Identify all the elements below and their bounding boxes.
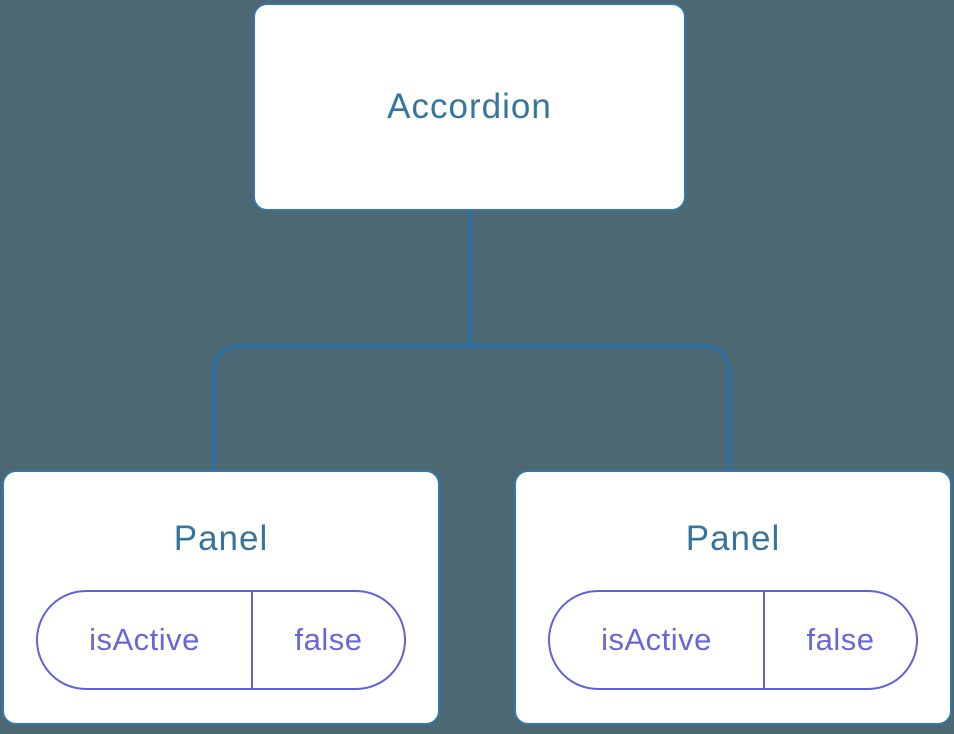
connector-stem	[468, 211, 472, 348]
state-value: false	[294, 622, 363, 657]
state-pill: isActive false	[36, 590, 406, 690]
connector-bracket	[212, 344, 731, 471]
accordion-node: Accordion	[253, 3, 686, 211]
panel-node-left: Panel isActive false	[2, 470, 440, 725]
panel-node-label: Panel	[173, 519, 269, 558]
state-value: false	[806, 622, 875, 657]
state-name: isActive	[550, 592, 765, 688]
state-name: isActive	[38, 592, 253, 688]
panel-node-label: Panel	[685, 519, 781, 558]
state-pill: isActive false	[548, 590, 918, 690]
panel-node-right: Panel isActive false	[514, 470, 952, 725]
accordion-node-label: Accordion	[387, 87, 552, 126]
